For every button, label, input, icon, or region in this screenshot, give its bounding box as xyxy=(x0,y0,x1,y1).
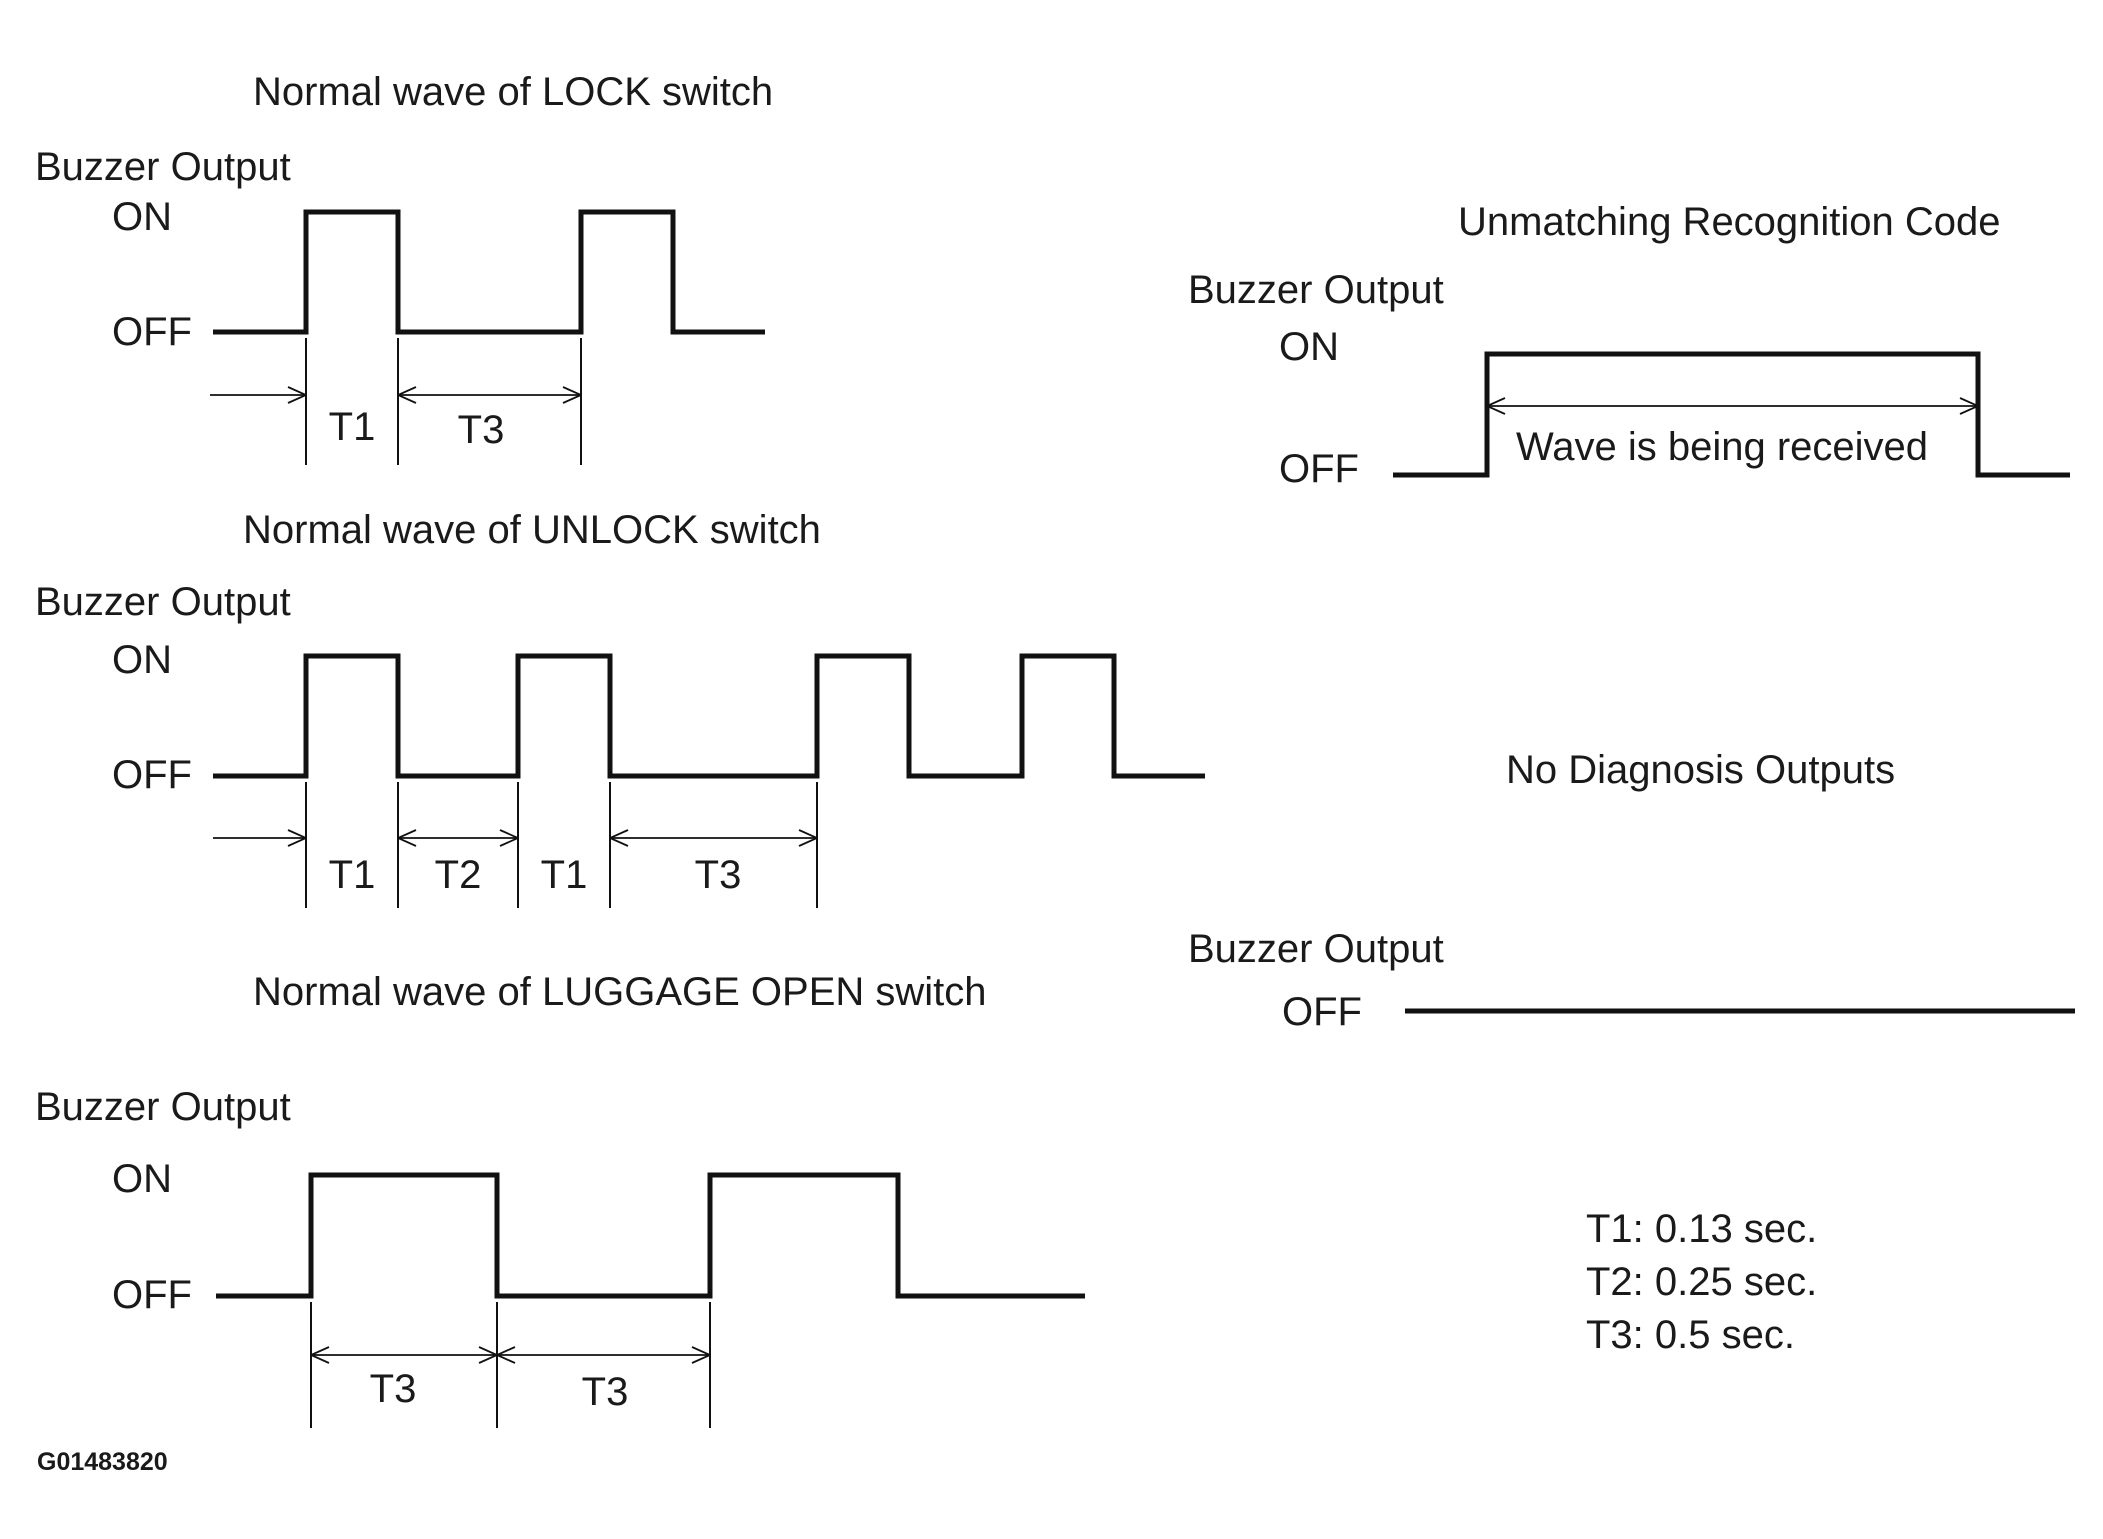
luggage-panel: Normal wave of LUGGAGE OPEN switch Buzze… xyxy=(35,970,1085,1428)
unlock-off-label: OFF xyxy=(112,753,192,797)
unlock-interval-label-2: T2 xyxy=(435,853,482,897)
no-diagnosis-off-label: OFF xyxy=(1282,990,1362,1034)
lock-on-label: ON xyxy=(112,195,172,239)
no-diagnosis-output-label: Buzzer Output xyxy=(1188,927,1444,971)
unlock-interval-label-3: T1 xyxy=(541,853,588,897)
lock-panel: Normal wave of LOCK switch Buzzer Output… xyxy=(35,70,773,465)
legend-t3: T3: 0.5 sec. xyxy=(1586,1313,1795,1357)
lock-panel-title: Normal wave of LOCK switch xyxy=(253,70,773,114)
unmatching-span-label: Wave is being received xyxy=(1516,425,1928,469)
legend-t1: T1: 0.13 sec. xyxy=(1586,1207,1817,1251)
no-diagnosis-panel-title: No Diagnosis Outputs xyxy=(1506,748,1895,792)
luggage-interval-label-1: T3 xyxy=(370,1367,417,1411)
unlock-interval-label-1: T1 xyxy=(329,853,376,897)
unlock-output-label: Buzzer Output xyxy=(35,580,291,624)
figure-id: G01483820 xyxy=(37,1448,168,1476)
lock-output-label: Buzzer Output xyxy=(35,145,291,189)
unmatching-panel: Unmatching Recognition Code Buzzer Outpu… xyxy=(1188,200,2070,491)
no-diagnosis-panel: No Diagnosis Outputs Buzzer Output OFF xyxy=(1188,748,2075,1034)
luggage-interval-label-2: T3 xyxy=(582,1370,629,1414)
unmatching-off-label: OFF xyxy=(1279,447,1359,491)
unlock-interval-label-4: T3 xyxy=(695,853,742,897)
lock-interval-label-2: T3 xyxy=(458,408,505,452)
lock-waveform xyxy=(213,209,765,335)
unlock-on-label: ON xyxy=(112,638,172,682)
lock-off-label: OFF xyxy=(112,310,192,354)
unmatching-waveform xyxy=(1393,351,2070,478)
luggage-panel-title: Normal wave of LUGGAGE OPEN switch xyxy=(253,970,987,1014)
unmatching-panel-title: Unmatching Recognition Code xyxy=(1458,200,2001,244)
timing-legend: T1: 0.13 sec. T2: 0.25 sec. T3: 0.5 sec. xyxy=(1586,1207,1817,1357)
unlock-panel-title: Normal wave of UNLOCK switch xyxy=(243,508,821,552)
unlock-panel: Normal wave of UNLOCK switch Buzzer Outp… xyxy=(35,508,1205,908)
unmatching-on-label: ON xyxy=(1279,325,1339,369)
luggage-waveform xyxy=(216,1172,1085,1299)
unlock-waveform xyxy=(213,653,1205,779)
unmatching-output-label: Buzzer Output xyxy=(1188,268,1444,312)
lock-interval-label-1: T1 xyxy=(329,405,376,449)
luggage-output-label: Buzzer Output xyxy=(35,1085,291,1129)
legend-t2: T2: 0.25 sec. xyxy=(1586,1260,1817,1304)
luggage-off-label: OFF xyxy=(112,1273,192,1317)
luggage-on-label: ON xyxy=(112,1157,172,1201)
